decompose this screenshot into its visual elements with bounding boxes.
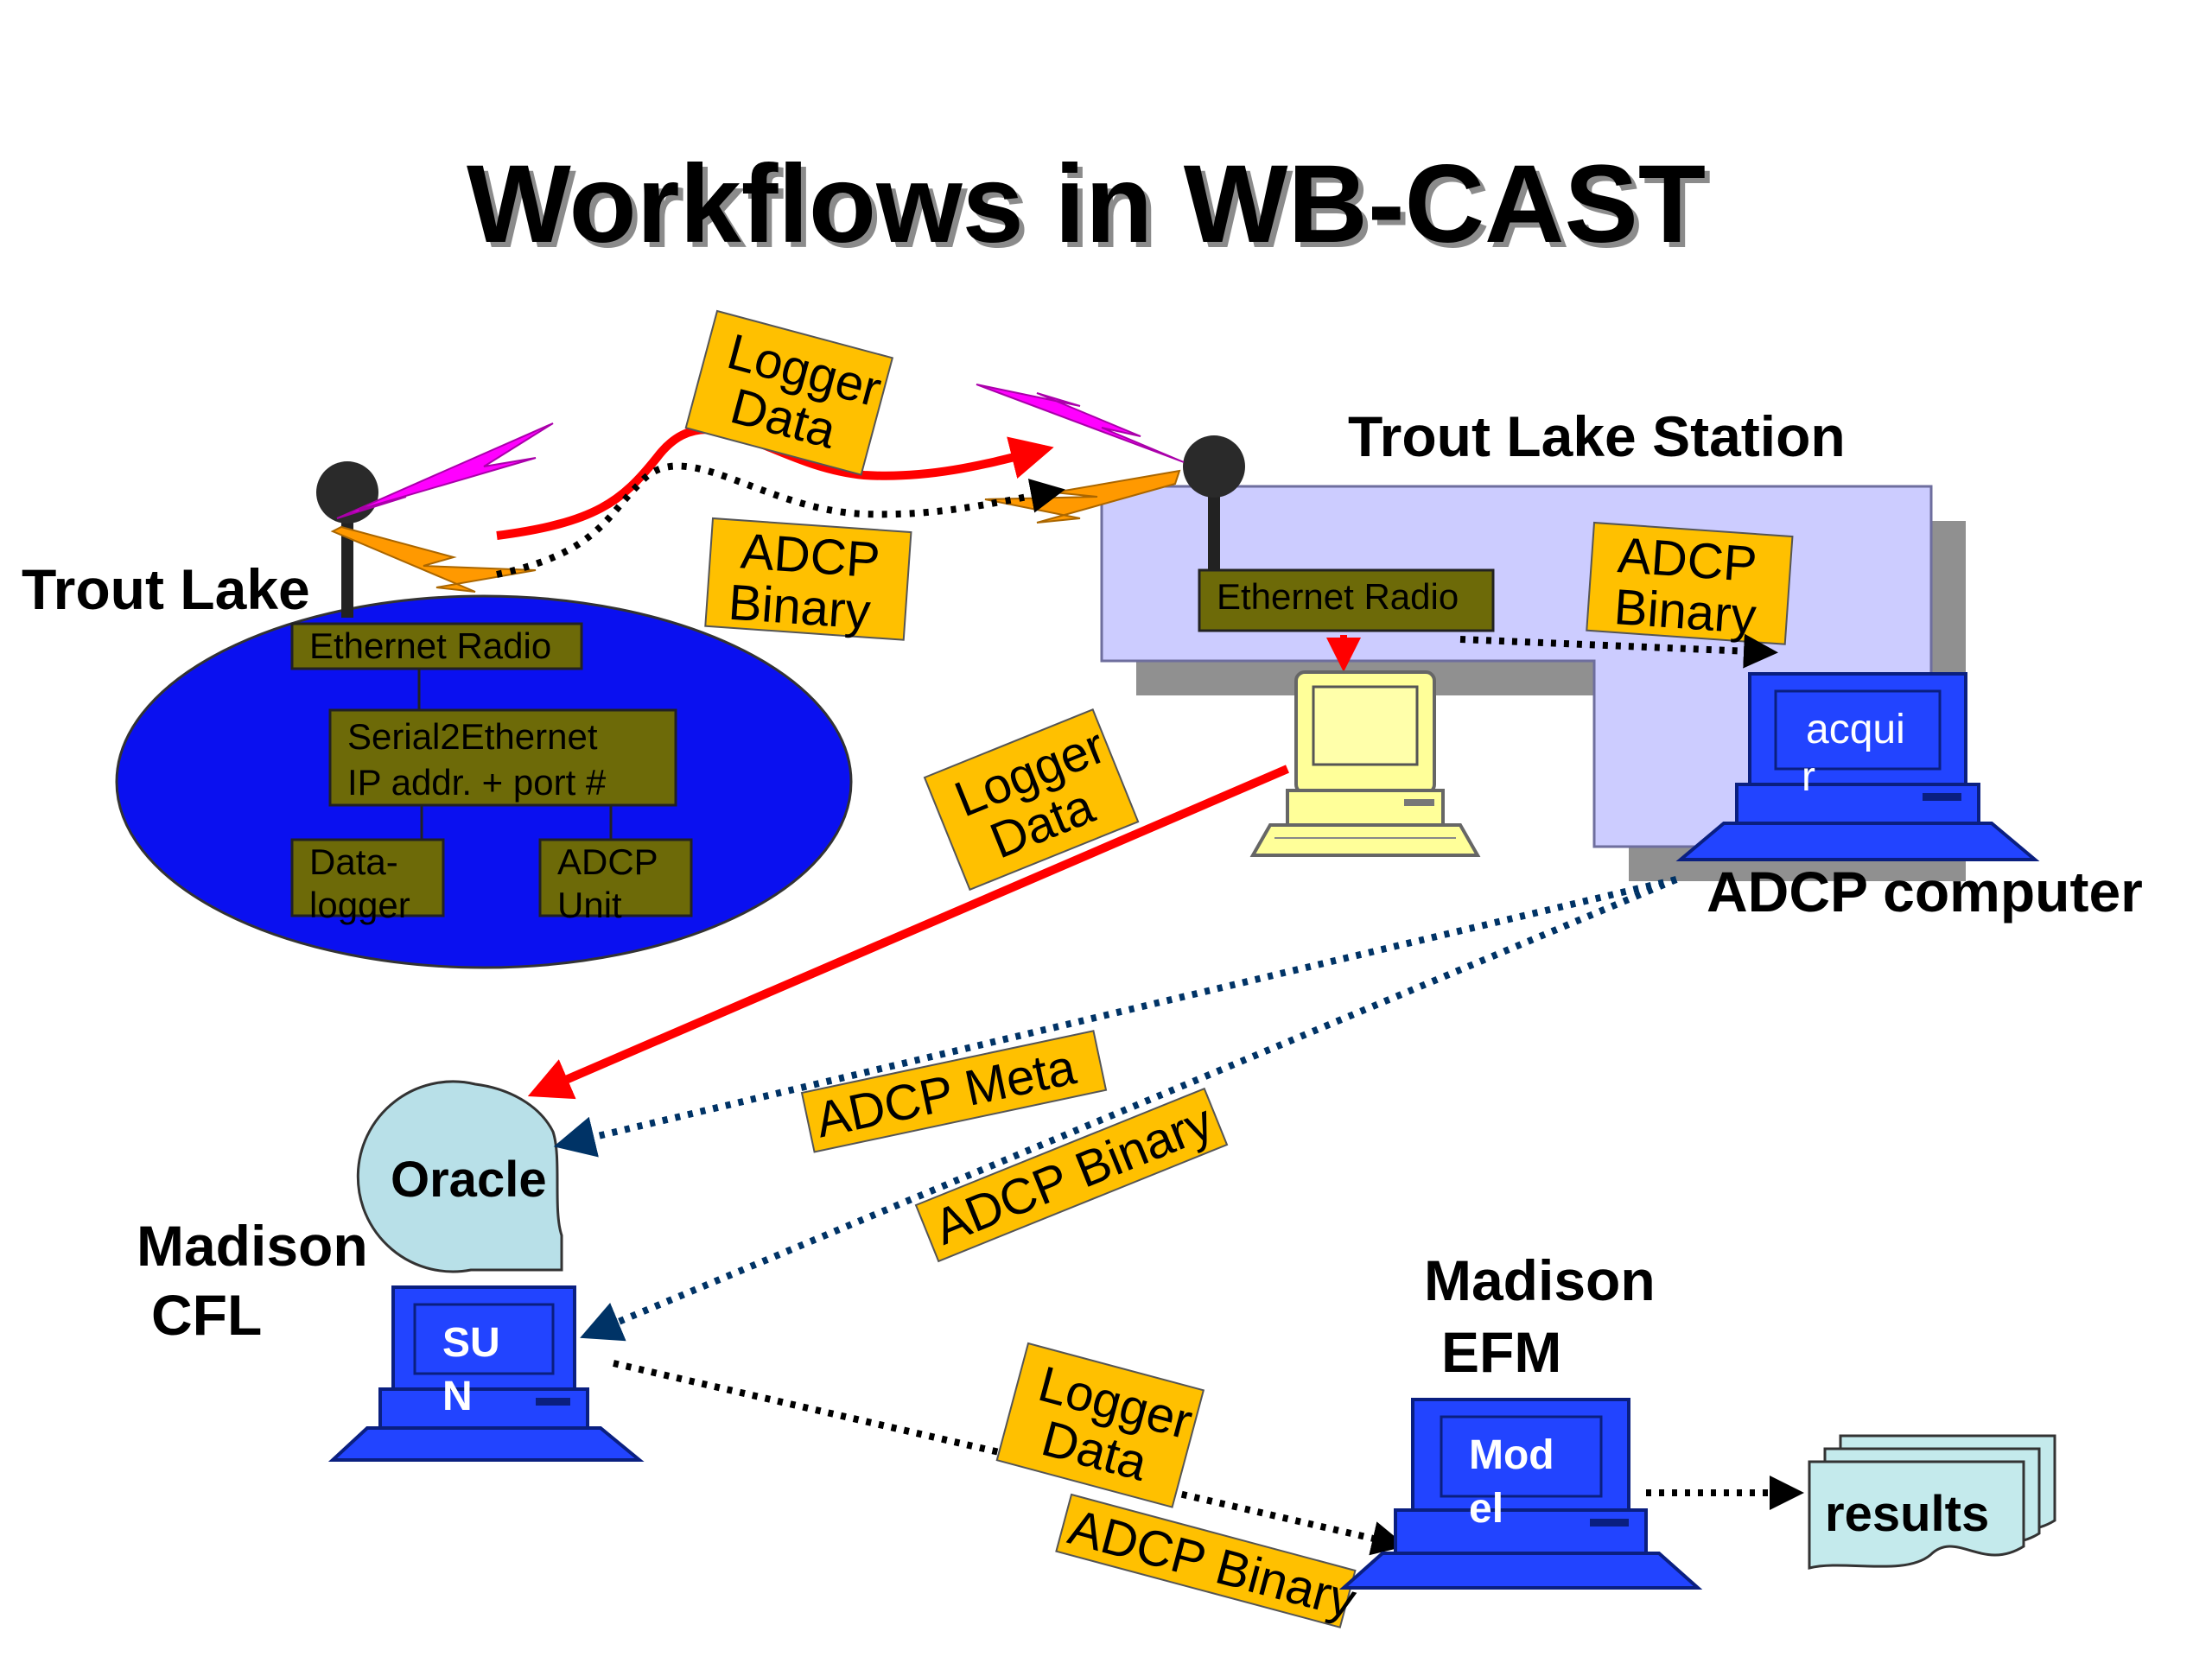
- station-adcp-binary-tag: ADCP Binary: [1586, 521, 1794, 645]
- model-computer-icon: [1338, 1398, 1703, 1590]
- pc-to-oracle-arrow: [527, 765, 1289, 1100]
- lake-ethernet-radio-label: Ethernet Radio: [309, 625, 551, 666]
- station-ethernet-radio: Ethernet Radio: [1198, 568, 1495, 632]
- madison-efm-label-line1: Madison: [1424, 1248, 1656, 1312]
- model-label-line1: Mod: [1469, 1432, 1554, 1478]
- sun-label-line2: N: [442, 1374, 473, 1419]
- acquir-label-line2: r: [1802, 754, 1815, 800]
- radio-logger-data-tag: Logger Data: [684, 309, 894, 476]
- sun-computer-icon: [327, 1285, 645, 1462]
- lake-lightning-icon: [330, 422, 554, 593]
- adcp-binary-to-sun-arrow: [580, 876, 1678, 1342]
- adcp-binary-radio-link: [496, 462, 1065, 578]
- radio-adcp-binary-line2: Binary: [727, 574, 873, 640]
- datalogger-line2: logger: [309, 885, 410, 925]
- adcp-computer-label: ADCP computer: [1707, 860, 2143, 924]
- datalogger-line1: Data-: [309, 841, 398, 882]
- results-label: results: [1825, 1486, 1989, 1542]
- lake-ethernet-radio: Ethernet Radio: [290, 622, 583, 670]
- madison-cfl-label-line2: CFL: [151, 1283, 262, 1347]
- page-title: Workflows in WB-CAST: [472, 148, 1711, 271]
- acquir-label-line1: acqui: [1806, 707, 1905, 752]
- adcp-unit-line2: Unit: [557, 885, 622, 925]
- adcp-meta-tag-label: ADCP Meta: [810, 1038, 1081, 1148]
- adcp-computer-icon: [1675, 672, 2040, 861]
- station-adcp-binary-tag-line1: ADCP: [1616, 527, 1758, 593]
- oracle-label: Oracle: [391, 1152, 547, 1208]
- station-pc-icon: [1249, 670, 1481, 857]
- model-label-line2: el: [1469, 1486, 1503, 1532]
- sun-label-line1: SU: [442, 1320, 500, 1366]
- oracle-database-icon: [356, 1080, 563, 1273]
- datalogger-box: Data- logger: [290, 838, 445, 925]
- radio-adcp-binary-line1: ADCP: [739, 523, 881, 588]
- station-ethernet-radio-label: Ethernet Radio: [1217, 576, 1459, 617]
- model-logger-data-tag: Logger Data: [995, 1342, 1205, 1508]
- page-title: Workflows in WB-CAST: [467, 143, 1706, 266]
- madison-efm-label-line2: EFM: [1441, 1320, 1561, 1384]
- madison-cfl-label-line1: Madison: [137, 1214, 368, 1278]
- model-adcp-binary-tag: ADCP Binary: [1055, 1493, 1362, 1629]
- radio-adcp-binary-tag: ADCP Binary: [704, 517, 912, 641]
- radio-to-acquir-arrow: [1459, 633, 1778, 669]
- station-adcp-binary-tag-line2: Binary: [1612, 579, 1758, 644]
- results-documents-icon: [1808, 1434, 2056, 1570]
- serial2ethernet-line1: Serial2Ethernet: [347, 716, 598, 757]
- station-antenna-icon: [1183, 435, 1245, 574]
- model-adcp-binary-label: ADCP Binary: [1063, 1499, 1362, 1629]
- trout-lake-station-label: Trout Lake Station: [1348, 404, 1846, 468]
- oracle-logger-data-tag: Logger Data: [923, 708, 1140, 892]
- adcp-unit-line1: ADCP: [557, 841, 658, 882]
- adcp-unit-box: ADCP Unit: [538, 838, 693, 925]
- trout-lake-label: Trout Lake: [22, 557, 310, 621]
- adcp-meta-arrow: [553, 876, 1677, 1158]
- serial2ethernet-box: Serial2Ethernet IP addr. + port #: [328, 708, 677, 807]
- serial2ethernet-line2: IP addr. + port #: [347, 762, 607, 803]
